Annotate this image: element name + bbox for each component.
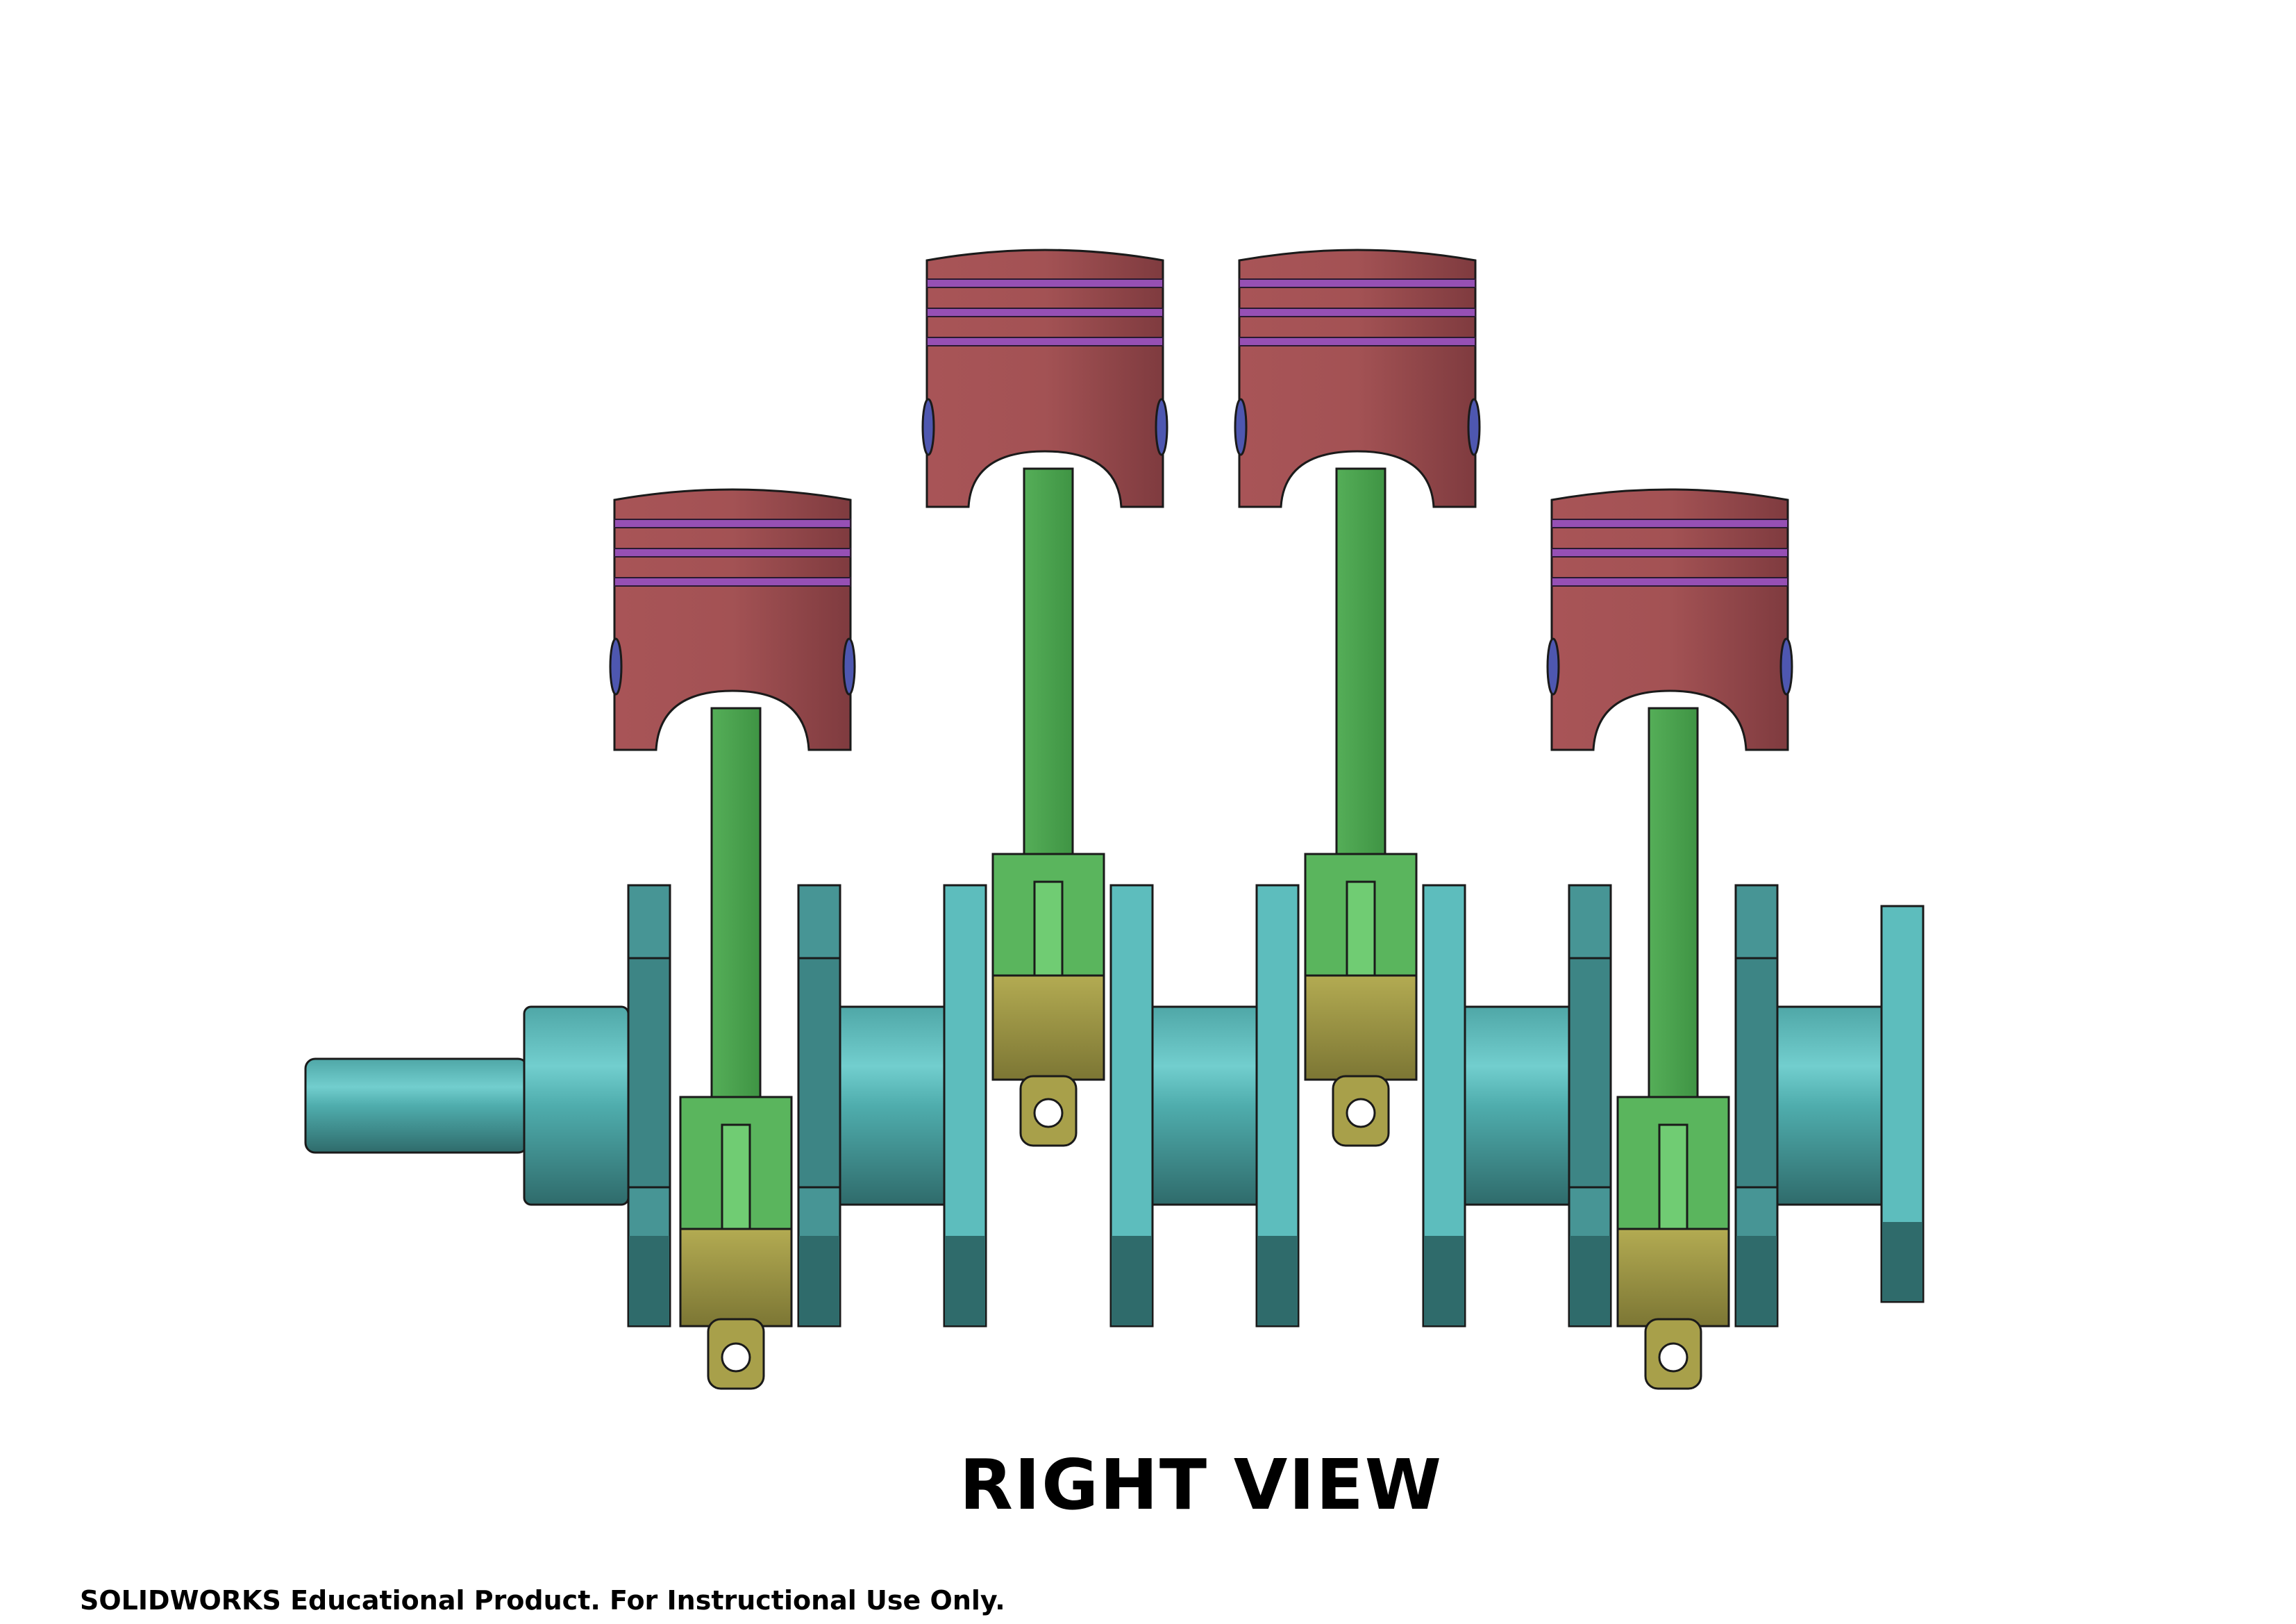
cylinder-1 [609, 488, 856, 1390]
wrist-pin [609, 637, 623, 696]
rod-cap [679, 1228, 793, 1390]
cylinder-2 [921, 249, 1168, 1147]
crank-web-steps [627, 957, 1779, 1189]
cylinder-4 [1546, 488, 1793, 1390]
main-journal-1 [839, 1005, 946, 1206]
crank-web-shadows [629, 1222, 1922, 1325]
main-journal-3 [1464, 1005, 1570, 1206]
crankshaft-snout [304, 1057, 529, 1154]
view-title: RIGHT VIEW [959, 1444, 1443, 1525]
connecting-rod [679, 707, 793, 1237]
wrist-pin [921, 398, 935, 456]
rod-cap [1616, 1228, 1730, 1390]
educational-watermark-note: SOLIDWORKS Educational Product. For Inst… [80, 1585, 1005, 1616]
wrist-pin [1546, 637, 1560, 696]
piston-rings [614, 519, 851, 587]
connecting-rod [1616, 707, 1730, 1237]
main-journal-4 [1776, 1005, 1883, 1206]
crankshaft-front-hub [523, 1005, 630, 1206]
piston-rings [1551, 519, 1788, 587]
cylinder-3 [1234, 249, 1481, 1147]
connecting-rod [1304, 467, 1418, 980]
rod-cap [991, 974, 1105, 1147]
main-journal-2 [1151, 1005, 1258, 1206]
connecting-rod [991, 467, 1105, 980]
piston [921, 249, 1168, 508]
piston-rings [926, 278, 1164, 346]
piston [609, 488, 856, 751]
piston [1546, 488, 1793, 751]
wrist-pin [1234, 398, 1248, 456]
crankshaft [304, 884, 1925, 1328]
rod-cap [1304, 974, 1418, 1147]
piston [1234, 249, 1481, 508]
piston-rings [1239, 278, 1476, 346]
